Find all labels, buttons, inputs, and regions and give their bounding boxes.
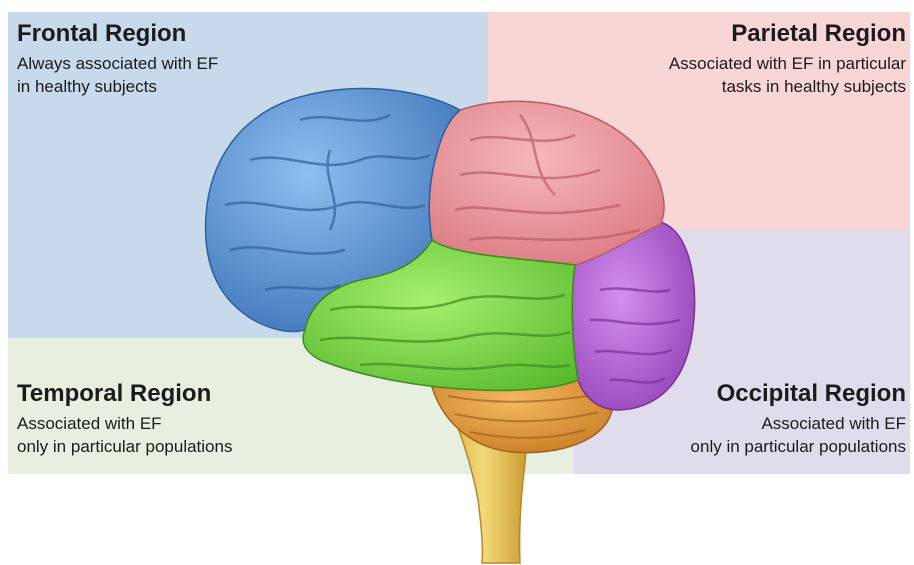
parietal-region-title: Parietal Region [731, 20, 906, 47]
temporal-region-label: Temporal Region Associated with EF only … [17, 379, 232, 458]
parietal-region-label: Parietal Region Associated with EF in pa… [669, 19, 906, 98]
temporal-desc-line-2: only in particular populations [17, 437, 233, 456]
frontal-region-title: Frontal Region [17, 20, 187, 47]
parietal-region-description: Associated with EF in particular tasks i… [669, 52, 906, 98]
occipital-desc-line-1: Associated with EF [761, 414, 906, 433]
frontal-region-label: Frontal Region Always associated with EF… [17, 19, 218, 98]
temporal-lobe-shape [302, 238, 579, 392]
temporal-region-description: Associated with EF only in particular po… [17, 412, 232, 458]
frontal-region-description: Always associated with EF in healthy sub… [17, 52, 218, 98]
occipital-region-label: Occipital Region Associated with EF only… [691, 379, 906, 458]
parietal-desc-line-1: Associated with EF in particular [668, 54, 906, 73]
temporal-region-title: Temporal Region [17, 380, 212, 407]
occipital-region-title: Occipital Region [716, 380, 906, 407]
frontal-lobe-shape [204, 87, 462, 333]
temporal-desc-line-1: Associated with EF [17, 414, 162, 433]
frontal-desc-line-2: in healthy subjects [17, 77, 157, 96]
occipital-desc-line-2: only in particular populations [690, 437, 906, 456]
frontal-desc-line-1: Always associated with EF [17, 54, 219, 73]
parietal-desc-line-2: tasks in healthy subjects [721, 77, 906, 96]
occipital-region-description: Associated with EF only in particular po… [691, 412, 906, 458]
